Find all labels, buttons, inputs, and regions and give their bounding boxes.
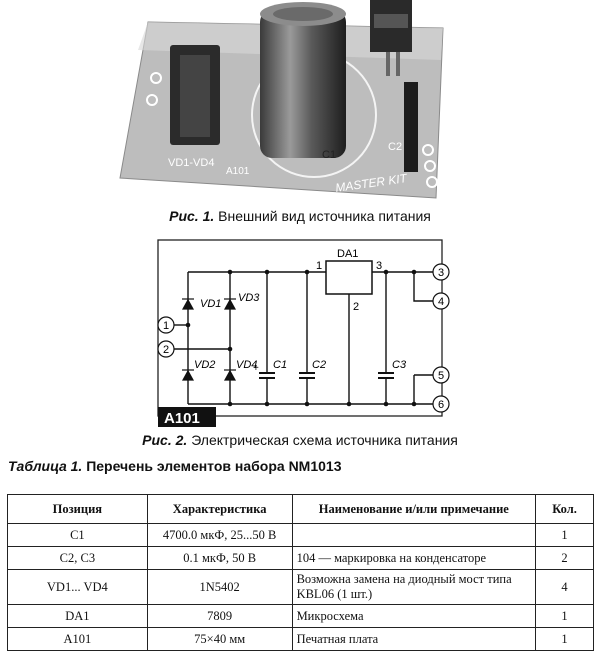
silk-c1-label: C1 — [322, 149, 336, 161]
figure-2-text: Электрическая схема источника питания — [191, 432, 458, 448]
figure-2-label: Рис. 2. — [142, 432, 188, 448]
header-characteristic: Характеристика — [146, 494, 293, 524]
cell-position: DA1 — [7, 604, 148, 628]
c2-label: C2 — [312, 359, 326, 371]
cell-characteristic: 4700.0 мкФ, 25...50 В — [146, 523, 293, 547]
table-label: Таблица 1. — [8, 458, 83, 474]
figure-1-caption: Рис. 1. Внешний вид источника питания — [0, 208, 600, 224]
figure-2-caption: Рис. 2. Электрическая схема источника пи… — [0, 432, 600, 448]
cell-characteristic: 1N5402 — [146, 569, 293, 605]
header-qty: Кол. — [535, 494, 594, 524]
silk-bridge-label: VD1-VD4 — [168, 157, 214, 169]
cell-qty: 2 — [535, 546, 594, 570]
cell-characteristic: 75×40 мм — [146, 627, 293, 651]
table-row: C1 4700.0 мкФ, 25...50 В 1 — [7, 523, 594, 547]
da1-label: DA1 — [337, 248, 358, 260]
board-tag — [158, 407, 216, 427]
header-position: Позиция — [7, 494, 148, 524]
vd2-label: VD2 — [194, 359, 215, 371]
cell-name: Возможна замена на диодный мост типа KBL… — [291, 569, 537, 605]
cell-position: C1 — [7, 523, 148, 547]
c1-label: C1 — [273, 359, 287, 371]
table-row: DA1 7809 Микросхема 1 — [7, 604, 594, 628]
da1-pin2: 2 — [353, 301, 359, 313]
circuit-schematic: + DA1 1 3 2 VD1 VD3 VD2 VD4 C1 C2 C3 1 2… — [157, 239, 450, 427]
terminal-2: 2 — [163, 344, 169, 356]
vd1-label: VD1 — [200, 298, 221, 310]
cell-qty: 1 — [535, 627, 594, 651]
c3-label: C3 — [392, 359, 407, 371]
silk-board-label: A101 — [226, 166, 250, 177]
da1-pin1: 1 — [316, 260, 322, 272]
cell-position: VD1... VD4 — [7, 569, 148, 605]
terminal-1: 1 — [163, 320, 169, 332]
table-row: C2, C3 0.1 мкФ, 50 В 104 — маркировка на… — [7, 546, 594, 570]
capacitor-c1-body — [260, 10, 346, 158]
cell-qty: 1 — [535, 523, 594, 547]
cell-position: A101 — [7, 627, 148, 651]
board-photo: VD1-VD4 A101 C1 C2 MASTER KIT — [108, 0, 458, 205]
cell-characteristic: 0.1 мкФ, 50 В — [146, 546, 293, 570]
cell-qty: 4 — [535, 569, 594, 605]
table-row: VD1... VD4 1N5402 Возможна замена на дио… — [7, 569, 594, 605]
da1-pin3: 3 — [376, 260, 382, 272]
vd3-label: VD3 — [238, 292, 260, 304]
figure-1-text: Внешний вид источника питания — [218, 208, 431, 224]
terminal-4: 4 — [438, 296, 444, 308]
figure-1-label: Рис. 1. — [169, 208, 215, 224]
table-title: Перечень элементов набора NM1013 — [86, 458, 342, 474]
cell-characteristic: 7809 — [146, 604, 293, 628]
cell-position: C2, C3 — [7, 546, 148, 570]
table-header-row: Позиция Характеристика Наименование и/ил… — [7, 494, 594, 524]
vd4-label: VD4 — [236, 359, 257, 371]
cell-name — [291, 523, 537, 547]
terminal-6: 6 — [438, 399, 444, 411]
cell-name: Микросхема — [291, 604, 537, 628]
svg-text:+: + — [253, 363, 259, 374]
cell-name: Печатная плата — [291, 627, 537, 651]
terminal-5: 5 — [438, 370, 444, 382]
table-caption: Таблица 1. Перечень элементов набора NM1… — [8, 458, 342, 474]
regulator-da1 — [325, 260, 373, 295]
cell-qty: 1 — [535, 604, 594, 628]
cell-name: 104 — маркировка на конденсаторе — [291, 546, 537, 570]
silk-c2-label: C2 — [388, 141, 402, 153]
terminal-3: 3 — [438, 267, 444, 279]
parts-table: Позиция Характеристика Наименование и/ил… — [7, 494, 594, 651]
table-row: A101 75×40 мм Печатная плата 1 — [7, 627, 594, 651]
header-name: Наименование и/или примечание — [291, 494, 537, 524]
board-tag-label: A101 — [164, 410, 200, 427]
